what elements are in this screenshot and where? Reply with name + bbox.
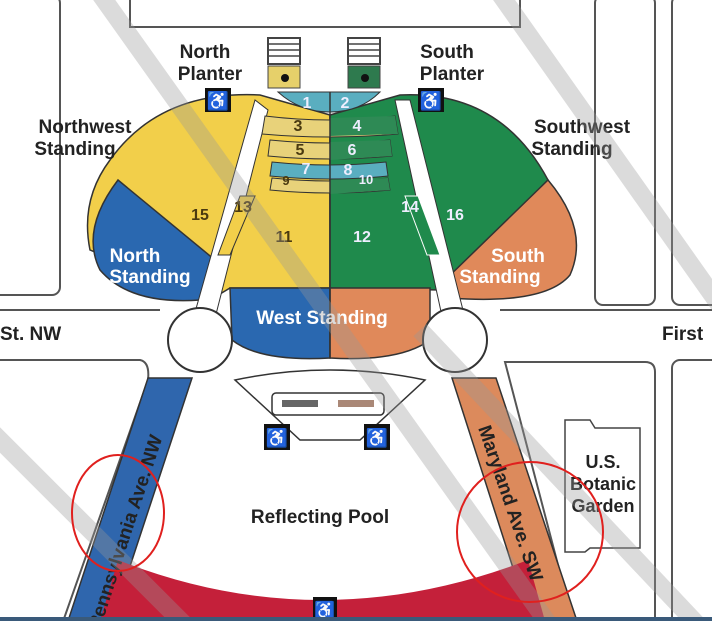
section-4: 4 [353, 118, 362, 135]
svg-text:♿: ♿ [266, 427, 288, 448]
capitol-building [129, 0, 521, 28]
section-6: 6 [348, 142, 357, 159]
north-standing-label-1: North [110, 246, 161, 267]
block-far-ne [671, 0, 712, 306]
section-14: 14 [401, 199, 419, 216]
botanic-garden-building [564, 419, 641, 553]
reflecting-pool-label: Reflecting Pool [251, 507, 389, 528]
southwest-standing-label-2: Standing [531, 139, 612, 160]
west-standing-label: West Standing [256, 308, 388, 329]
block-far-se [671, 359, 712, 621]
wheelchair-accessible-icon: ♿ [418, 88, 444, 112]
block-ne [594, 0, 656, 306]
section-3: 3 [294, 118, 303, 135]
ramp-structure [271, 392, 385, 416]
south-standing-label-2: Standing [459, 267, 540, 288]
south-standing-label-1: South [491, 246, 545, 267]
annotation-circle-pennsylvania [71, 454, 165, 572]
maryland-ave-road [450, 377, 578, 621]
section-16: 16 [446, 207, 464, 224]
svg-text:♿: ♿ [207, 90, 229, 111]
traffic-circle-south [422, 307, 488, 373]
svg-text:♿: ♿ [420, 90, 442, 111]
annotation-circle-maryland [456, 461, 604, 603]
red-seating-section [100, 560, 545, 621]
section-11: 11 [276, 229, 293, 246]
wheelchair-accessible-icon: ♿ [264, 424, 290, 450]
section-2: 2 [341, 95, 350, 112]
wheelchair-accessible-icon: ♿ [364, 424, 390, 450]
wheelchair-accessible-icon: ♿ [205, 88, 231, 112]
north-planter-label-2: Planter [178, 64, 243, 85]
section-9: 9 [282, 173, 289, 188]
section-5: 5 [296, 142, 305, 159]
section-13: 13 [234, 199, 252, 216]
section-1: 1 [303, 95, 312, 112]
street-label-left: St. NW [0, 324, 61, 345]
section-numbers: 1 2 3 4 5 6 7 8 9 10 11 12 13 14 15 16 [191, 95, 464, 246]
stairs [267, 37, 381, 65]
section-12: 12 [353, 229, 371, 246]
traffic-circle-north [167, 307, 233, 373]
svg-text:♿: ♿ [366, 427, 388, 448]
bottom-border [0, 617, 712, 621]
southwest-standing-label-1: Southwest [534, 117, 631, 138]
section-10: 10 [359, 172, 373, 187]
north-standing [92, 178, 216, 302]
botanic-garden-label-1: U.S. [585, 452, 620, 472]
svg-text:♿: ♿ [314, 600, 335, 620]
block-nw [0, 0, 61, 296]
botanic-garden-label-3: Garden [571, 496, 634, 516]
section-8: 8 [344, 162, 353, 179]
pennsylvania-ave-road [67, 377, 194, 621]
south-planter-label-2: Planter [420, 64, 485, 85]
section-7: 7 [302, 161, 311, 178]
northwest-standing-label-2: Standing [34, 139, 115, 160]
north-standing-label-2: Standing [109, 267, 190, 288]
south-standing [438, 178, 578, 301]
north-planter-label-1: North [180, 42, 231, 63]
block-sw [0, 359, 150, 621]
section-15: 15 [191, 207, 209, 224]
northwest-standing-label-1: Northwest [39, 117, 133, 138]
street-label-right: First [662, 324, 704, 345]
south-planter-label-1: South [420, 42, 474, 63]
